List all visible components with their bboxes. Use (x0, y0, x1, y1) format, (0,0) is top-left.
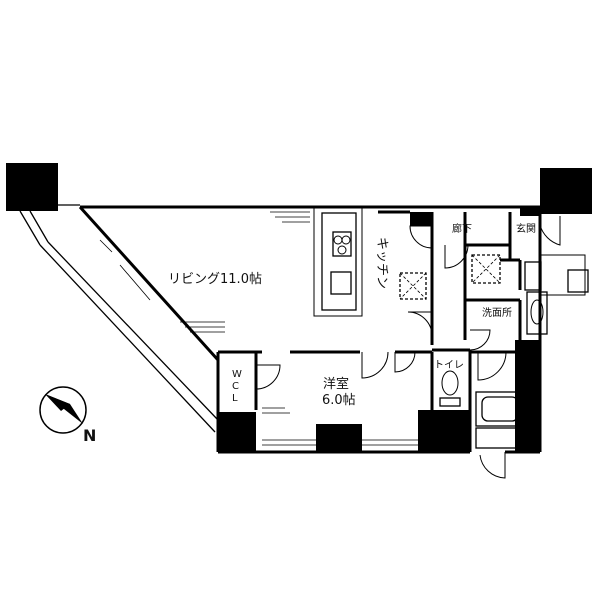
doors (255, 216, 561, 479)
toilet-fixture (439, 370, 461, 407)
fridge-space (399, 272, 427, 300)
wall-block-2 (316, 424, 362, 452)
column-left (6, 163, 58, 211)
interior-walls (218, 210, 540, 452)
compass-arrow-tail-icon (45, 394, 70, 411)
wall-block-1 (218, 412, 256, 452)
living-room-label: リビング11.0帖 (168, 272, 262, 287)
toilet-label: トイレ (434, 360, 464, 371)
compass-direction-label: N (83, 426, 96, 445)
column-right (540, 168, 592, 214)
wall-block-3 (418, 410, 470, 452)
entrance-fixtures (524, 254, 589, 296)
hallway-label: 廊下 (452, 222, 472, 235)
wall-block-6 (520, 206, 540, 216)
living-window (99, 211, 310, 333)
wall-block-4 (515, 340, 540, 452)
balcony (19, 204, 219, 433)
washroom-label: 洗面所 (482, 307, 512, 319)
kitchen-label: キッチン (374, 237, 389, 289)
wall-block-5 (410, 212, 432, 226)
bedroom-size-label: 6.0帖 (322, 393, 356, 408)
entrance-label: 玄関 (516, 222, 536, 235)
compass-circle (39, 386, 87, 434)
bathtub (475, 391, 525, 449)
washroom-fixtures (471, 254, 548, 335)
kitchen-counter (313, 207, 363, 317)
wcl-label-c: C (232, 381, 239, 392)
wcl-label-w: W (232, 369, 242, 380)
bedroom-window (262, 407, 418, 446)
bedroom-label: 洋室 (323, 376, 349, 392)
wcl-label-l: L (232, 393, 238, 404)
compass: N (39, 386, 96, 445)
